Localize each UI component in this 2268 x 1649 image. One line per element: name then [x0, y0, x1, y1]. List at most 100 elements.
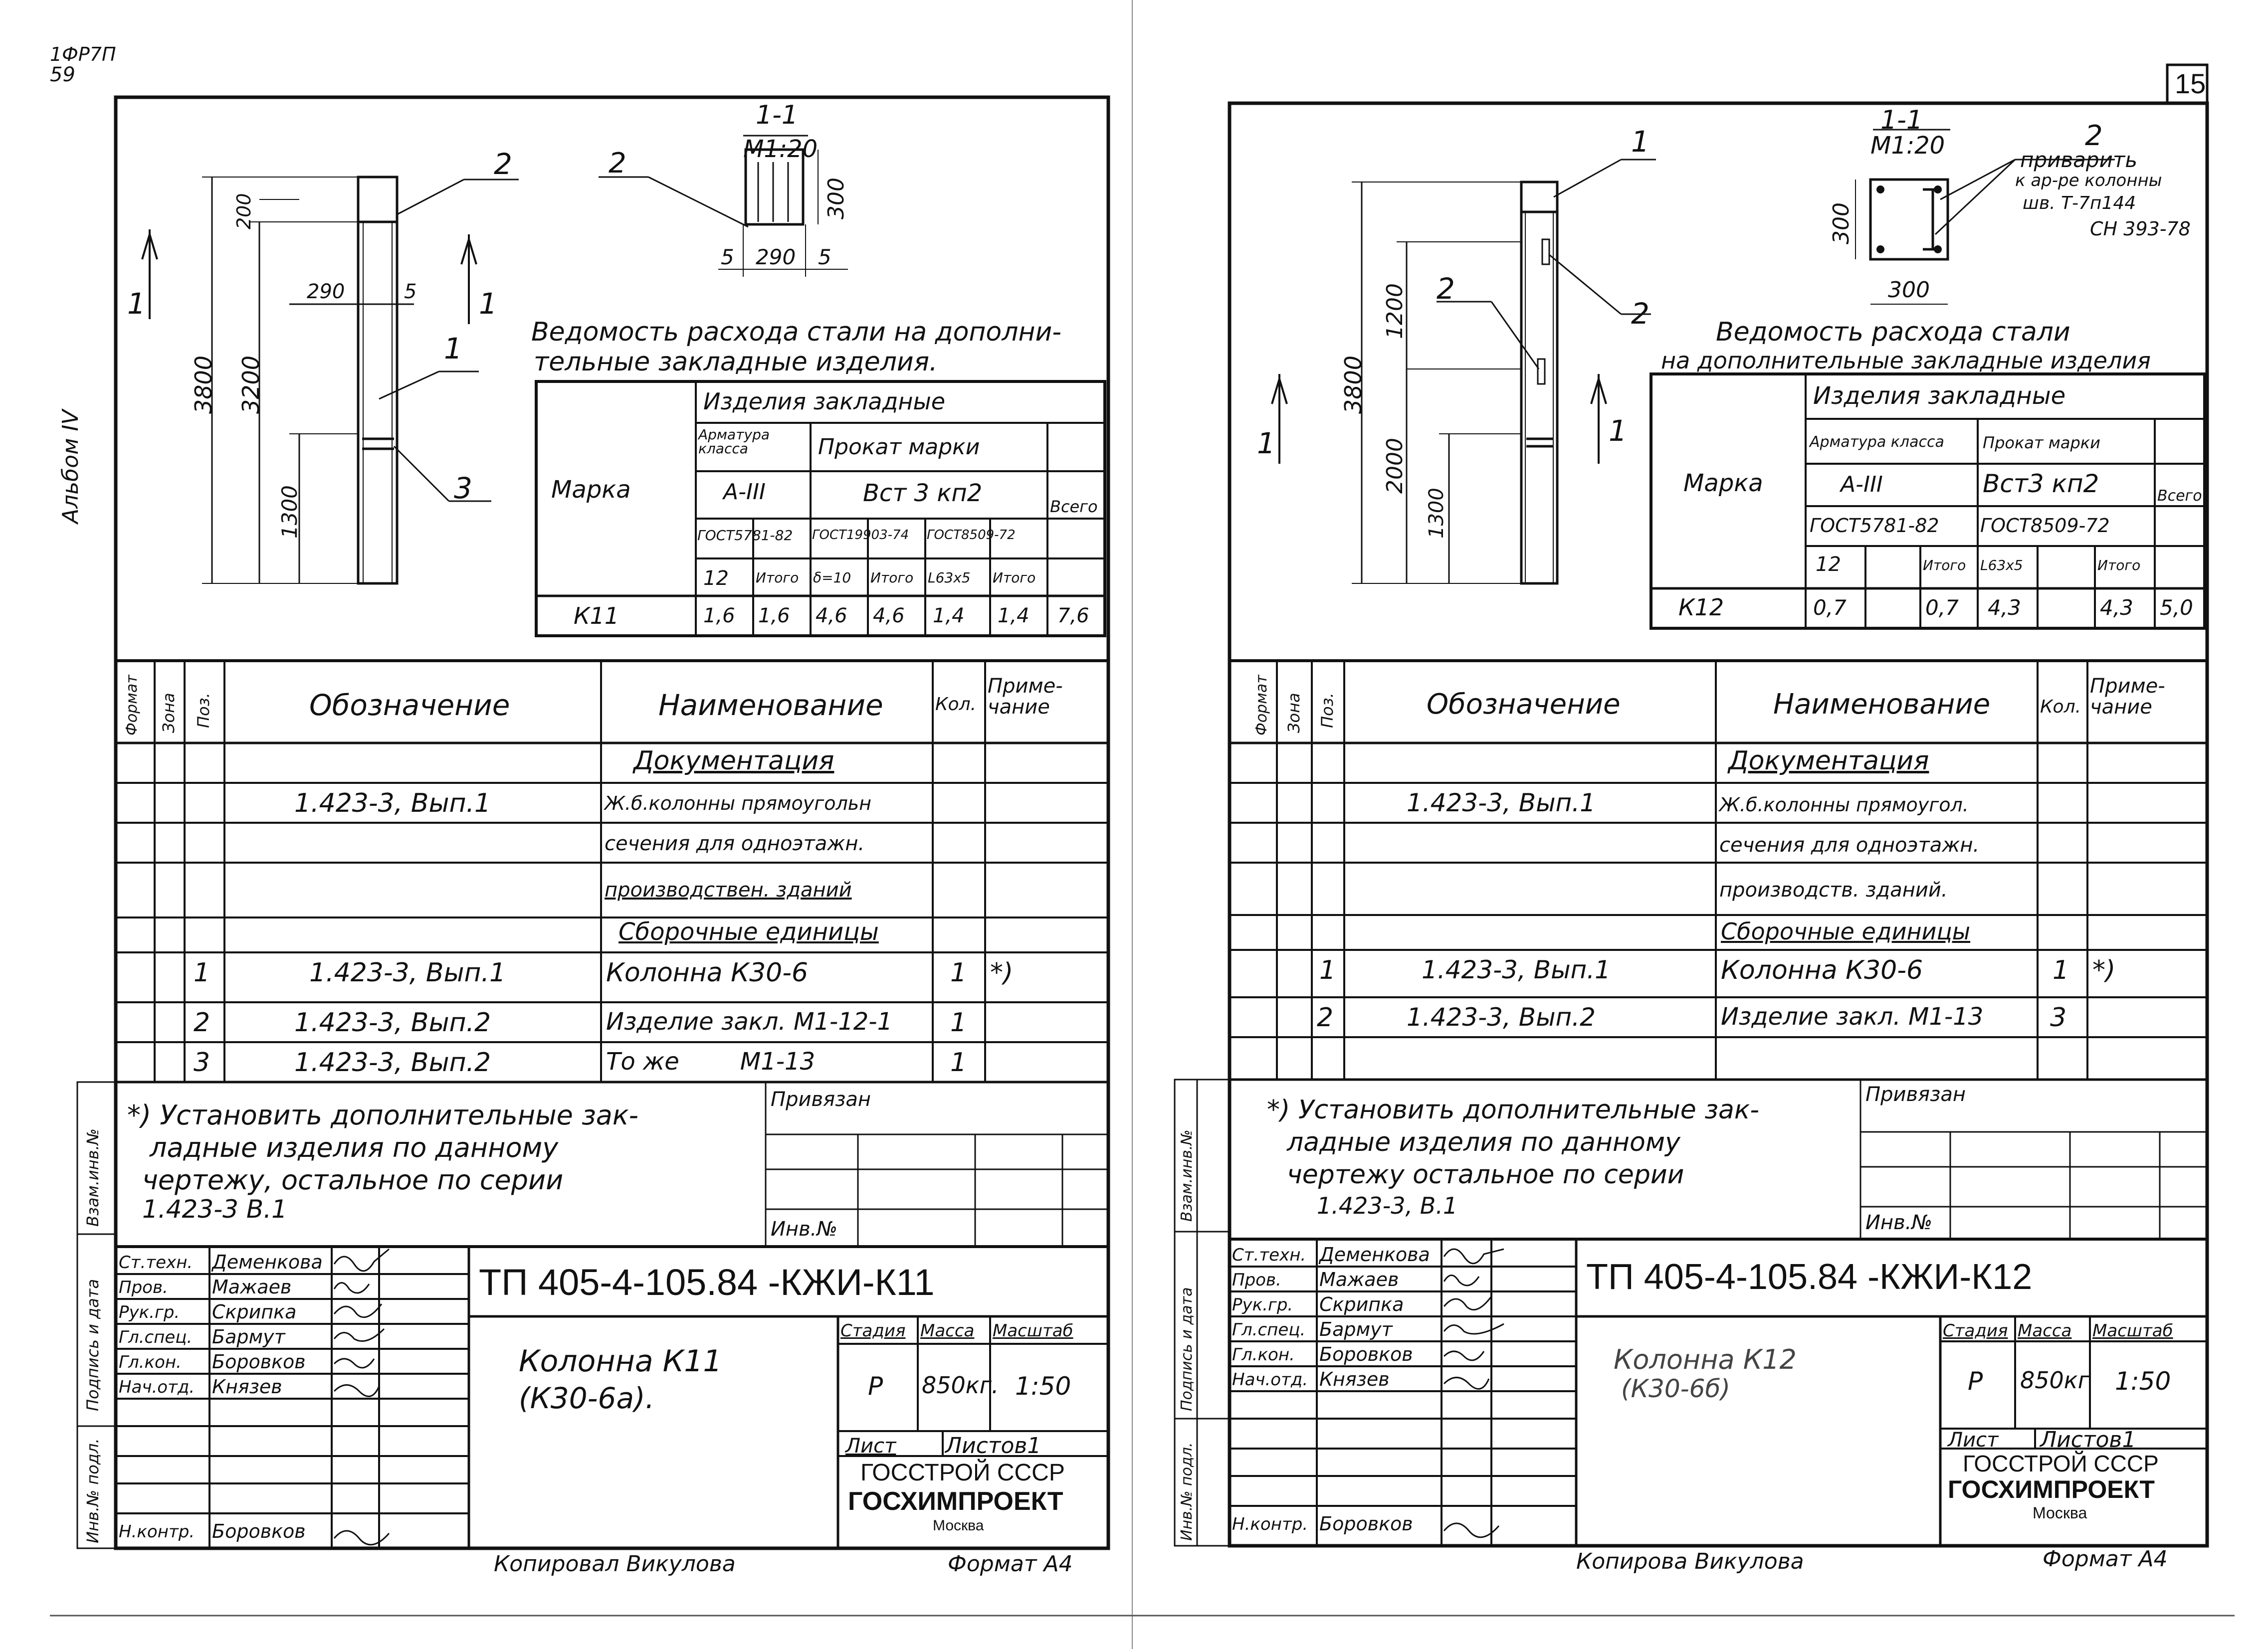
- left-spec-naim: То же М1-13: [606, 1048, 816, 1076]
- right-spec-prim: *): [2092, 955, 2116, 985]
- right-sec-scale: М1:20: [1870, 132, 1945, 160]
- right-steel-val: 0,7: [1813, 595, 1847, 620]
- left-steel-h-prokat: Прокат марки: [818, 434, 980, 460]
- left-org-2: ГОСХИМПРОЕКТ: [848, 1487, 1063, 1516]
- left-steel-row-mark: К11: [574, 602, 619, 629]
- right-spec-h-naim: Наименование: [1773, 688, 1991, 721]
- right-spec-naim: Документация: [1728, 746, 1929, 776]
- right-drawing-name-1: Колонна К12: [1614, 1344, 1797, 1375]
- left-steel-val: 7,6: [1057, 604, 1089, 627]
- left-note-line2: ладные изделия по данному: [150, 1132, 559, 1163]
- left-spec-poz: 3: [194, 1048, 210, 1078]
- right-spec-poz: 2: [1317, 1003, 1334, 1033]
- right-role: Гл.кон.: [1232, 1345, 1295, 1365]
- left-spec-naim: Сборочные единицы: [619, 918, 879, 946]
- right-h-stadia: Стадия: [1943, 1321, 2008, 1341]
- right-spec-naim: Изделие закл. М1-13: [1721, 1003, 1984, 1031]
- right-privyazan: Привязан: [1865, 1083, 1966, 1106]
- right-role: Рук.гр.: [1232, 1295, 1293, 1315]
- right-note-line2: ладные изделия по данному: [1287, 1127, 1680, 1157]
- left-listov: Листов1: [945, 1433, 1041, 1459]
- right-spec-oboz: 1.423-3, Вып.1: [1422, 955, 1611, 984]
- right-callout-2b: 2: [1631, 297, 1649, 331]
- right-steel-h-a3: A-III: [1841, 472, 1883, 497]
- left-sec-dim-5b: 5: [818, 245, 831, 269]
- left-title-block-grid: [116, 1245, 1108, 1548]
- right-spec-table-grid: [1230, 659, 2207, 1081]
- left-sec-dim-5a: 5: [721, 245, 734, 269]
- left-note-line1: *) Установить дополнительные зак-: [127, 1099, 638, 1131]
- right-note-line3: чертежу остальное по серии: [1287, 1160, 1684, 1190]
- left-spec-naim: Документация: [633, 746, 834, 776]
- right-spec-kol: 3: [2050, 1003, 2067, 1033]
- right-section-mark-1b: 1: [1609, 414, 1627, 448]
- left-name: Бармут: [212, 1326, 285, 1348]
- left-steel-h-c3: δ=10: [813, 569, 851, 586]
- right-masht: 1:50: [2115, 1367, 2171, 1396]
- left-spec-naim: Изделие закл. М1-12-1: [606, 1008, 893, 1036]
- left-role: Пров.: [119, 1278, 168, 1297]
- right-spec-h-zona: Зона: [1284, 693, 1303, 733]
- left-side-vzam: Взам.инв.№: [83, 1128, 102, 1227]
- right-steel-h-arm: Арматура класса: [1810, 433, 1944, 451]
- right-steel-val: 5,0: [2160, 595, 2193, 620]
- left-spec-oboz: 1.423-3, Вып.2: [294, 1008, 491, 1038]
- right-org-2: ГОСХИМПРОЕКТ: [1948, 1475, 2155, 1503]
- right-name: Бармут: [1319, 1318, 1393, 1340]
- left-section-mark-1: 1: [127, 287, 146, 321]
- left-name: Князев: [212, 1376, 282, 1398]
- left-callout-3: 3: [454, 471, 472, 505]
- corner-code: 1ФР7П: [50, 43, 116, 65]
- right-spec-poz: 1: [1319, 955, 1336, 985]
- left-steel-h-c6: Итого: [993, 569, 1036, 586]
- right-weld-1: приварить: [2020, 148, 2138, 172]
- left-sec-callout-2: 2: [609, 147, 626, 180]
- left-h-stadia: Стадия: [840, 1321, 906, 1341]
- left-spec-h-prim: Приме-чание: [988, 675, 1063, 719]
- right-steel-title-1: Ведомость расхода стали: [1716, 317, 2070, 347]
- right-name: Боровков: [1319, 1343, 1413, 1365]
- right-spec-naim: сечения для одноэтажн.: [1719, 834, 1980, 857]
- right-steel-h-izd: Изделия закладные: [1813, 382, 2066, 410]
- right-steel-h-c3: L63x5: [1980, 557, 2023, 573]
- left-footer-format: Формат А4: [948, 1551, 1073, 1577]
- right-title-block-grid: [1230, 1238, 2207, 1546]
- left-spec-oboz: 1.423-3, Вып.1: [294, 788, 491, 818]
- left-spec-kol: 1: [950, 1008, 967, 1038]
- right-steel-h-vst: Вст3 кп2: [1983, 469, 2099, 498]
- right-steel-h-c2: Итого: [1923, 557, 1966, 573]
- left-dim-1300: 1300: [277, 485, 302, 539]
- left-sec-scale: М1:20: [743, 135, 818, 163]
- left-steel-title-2: тельные закладные изделия.: [534, 347, 938, 377]
- left-drawing-name-1: Колонна К11: [519, 1344, 722, 1379]
- right-section-mark-1: 1: [1257, 426, 1275, 460]
- left-spec-kol: 1: [950, 1048, 967, 1078]
- left-steel-table-grid: [535, 380, 1106, 637]
- right-dim-1300: 1300: [1425, 488, 1448, 539]
- left-steel-h-gost2: ГОСТ19903-74: [812, 528, 909, 543]
- right-dim-1200: 1200: [1382, 283, 1408, 339]
- left-callout-2: 2: [494, 147, 512, 181]
- right-weld-2: к ар-ре колонны: [2015, 171, 2162, 190]
- left-steel-val: 1,4: [998, 604, 1030, 627]
- right-steel-table-grid: [1649, 372, 2206, 630]
- left-list: Лист: [845, 1435, 896, 1458]
- right-spec-oboz: 1.423-3, Вып.1: [1407, 788, 1596, 817]
- left-steel-h-c4: Итого: [870, 569, 914, 586]
- right-footer-format: Формат А4: [2043, 1546, 2168, 1572]
- right-dim-3800: 3800: [1340, 355, 1367, 414]
- right-name: Скрипка: [1319, 1293, 1404, 1315]
- right-footer-copy: Копирова Викулова: [1576, 1549, 1804, 1574]
- right-name: Князев: [1319, 1368, 1390, 1390]
- right-h-masht: Масштаб: [2092, 1321, 2173, 1341]
- left-note-line4: 1.423-3 В.1: [142, 1195, 287, 1224]
- left-side-inv: Инв.№ подл.: [83, 1438, 102, 1543]
- right-spec-h-kol: Кол.: [2040, 697, 2081, 717]
- left-steel-h-vsego: Всего: [1050, 497, 1098, 516]
- left-name: Скрипка: [212, 1301, 297, 1323]
- left-role: Рук.гр.: [119, 1302, 180, 1322]
- right-steel-h-gost2: ГОСТ8509-72: [1980, 515, 2110, 537]
- right-steel-h-c1: 12: [1816, 553, 1841, 576]
- left-dim-3800: 3800: [190, 355, 217, 414]
- right-spec-naim: производств. зданий.: [1719, 879, 1948, 902]
